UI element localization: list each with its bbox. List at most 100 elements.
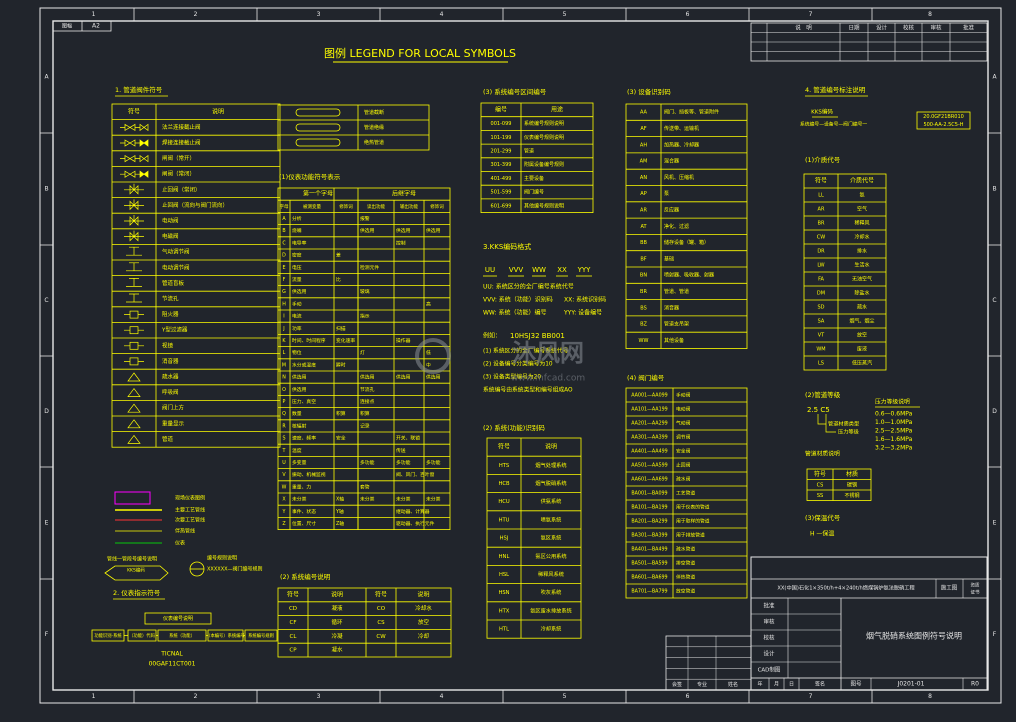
instrument-letter-cell: I bbox=[283, 314, 284, 320]
system-function-cell: 稀释风系统 bbox=[538, 570, 564, 578]
kks-description: WW: 系统（功能）编号 bbox=[483, 309, 546, 317]
equipment-code-cell: WW bbox=[639, 338, 649, 344]
instrument-letter-cell: 数量 bbox=[292, 410, 302, 417]
instrument-letter-cell: K bbox=[282, 338, 286, 344]
equipment-code-cell: 泵 bbox=[664, 191, 669, 197]
instrument-letter-cell: J bbox=[282, 326, 284, 332]
valve-symbol-icon bbox=[124, 341, 144, 350]
instrument-letter-header: 字母 bbox=[280, 203, 289, 210]
instrument-letter-cell: 控制 bbox=[396, 239, 406, 246]
system-function-header: 符号 bbox=[498, 443, 510, 451]
instrument-letter-cell: 电压 bbox=[292, 264, 302, 271]
section-heading: 4. 管道编号标注说明 bbox=[805, 85, 866, 94]
border-number-bottom: 1 bbox=[92, 693, 96, 700]
instrument-letter-cell: 多变量 bbox=[292, 459, 307, 466]
system-function-cell: HCU bbox=[498, 499, 510, 505]
instrument-letter-cell: 供选用 bbox=[426, 227, 441, 234]
kks-field: YYY bbox=[577, 266, 592, 274]
instrument-letter-cell: 密度 bbox=[292, 252, 302, 259]
border-number-bottom: 7 bbox=[809, 693, 813, 700]
instrument-letter-cell: 位置、尺寸 bbox=[292, 520, 316, 527]
valve-symbol-icon bbox=[120, 170, 149, 178]
countersign-header: 专业 bbox=[697, 681, 707, 688]
medium-code-cell: DR bbox=[817, 249, 825, 255]
bubble-code: XXXXXX—阀门编号规则 bbox=[207, 566, 263, 573]
title-block-date-col: 日 bbox=[789, 682, 794, 688]
revision-header: 批准 bbox=[963, 23, 975, 31]
medium-code-cell: 放空 bbox=[857, 332, 867, 339]
instrument-letter-cell: G bbox=[282, 289, 286, 295]
system-function-cell: HSL bbox=[499, 572, 509, 578]
instrument-letter-cell: 事件、状态 bbox=[292, 508, 316, 515]
border-number-bottom: 2 bbox=[194, 693, 198, 700]
system-code-header: 说明 bbox=[417, 590, 429, 598]
kks-field: WW bbox=[532, 266, 546, 274]
revision-header: 说 明 bbox=[795, 23, 812, 31]
border-letter-left: F bbox=[45, 631, 49, 638]
instrument-letter-cell: 供选用 bbox=[292, 374, 307, 381]
instrument-letter-cell: Y轴 bbox=[335, 508, 344, 515]
valve-symbol-description: 消音器 bbox=[162, 357, 179, 365]
valve-symbol-icon bbox=[126, 293, 142, 303]
range-number-cell: 其他编号规则说明 bbox=[524, 202, 564, 209]
system-code-cell: CO bbox=[377, 606, 386, 612]
pipe-marking-note: 系统编号—设备号—阀门编号一 bbox=[800, 121, 867, 128]
medium-code-cell: 烟气、烟尘 bbox=[849, 318, 874, 325]
instrument-letter-cell: D bbox=[282, 253, 286, 259]
system-function-header: 说明 bbox=[545, 443, 557, 451]
pipe-grade-text: 压力等级 bbox=[838, 428, 859, 436]
medium-code-cell: 排水 bbox=[857, 248, 867, 255]
border-letter-left: D bbox=[44, 408, 49, 415]
valve-symbol-icon bbox=[126, 293, 142, 303]
medium-code-cell: SA bbox=[818, 319, 825, 325]
countersign-header: 会签 bbox=[672, 681, 682, 688]
pressure-value: 2.5—2.5MPa bbox=[875, 428, 913, 435]
title-block-role: 批准 bbox=[763, 602, 775, 610]
valve-symbol-icon bbox=[124, 230, 144, 242]
valve-symbol-description: 管道 bbox=[162, 435, 174, 443]
border-letter-right: D bbox=[992, 408, 997, 415]
valve-number-cell: BA501—BA599 bbox=[631, 561, 667, 567]
valve-symbol-description: 重量显示 bbox=[162, 419, 185, 427]
range-number-header: 编号 bbox=[495, 105, 507, 113]
instrument-letter-cell: 低 bbox=[426, 349, 431, 356]
range-number-cell: 主要设备 bbox=[524, 175, 544, 182]
pipe-grade-leader bbox=[817, 414, 836, 433]
system-code-cell: CF bbox=[289, 620, 296, 626]
outer-border bbox=[39, 7, 1002, 704]
material-code-table bbox=[806, 468, 872, 501]
border-number-top: 4 bbox=[440, 11, 444, 18]
instrument-letter-cell: 传送 bbox=[396, 447, 406, 454]
valve-symbol-description: 节流孔 bbox=[162, 295, 179, 303]
kks-description: YYY: 设备编号 bbox=[563, 309, 602, 317]
instrument-letter-cell: 温度 bbox=[292, 447, 302, 454]
section-subheading: (2)管道等级 bbox=[805, 390, 841, 399]
valve-number-cell: 用于仪表的管道 bbox=[676, 504, 710, 511]
border-letter-left: C bbox=[44, 297, 48, 304]
valve-symbol-icon bbox=[124, 215, 144, 226]
system-function-cell: 喷氨系统 bbox=[541, 515, 562, 523]
instrument-letter-cell: 驱动器、执行元件 bbox=[396, 520, 435, 527]
valve-symbol-icon bbox=[126, 262, 142, 272]
section-heading: 1. 管道阀件符号 bbox=[115, 85, 163, 94]
valve-symbol-icon bbox=[127, 403, 141, 413]
pipe-marking-code: 500-AA-2.5C5-H bbox=[923, 122, 963, 128]
valve-symbol-icon bbox=[124, 326, 144, 335]
instrument-letter-cell: P bbox=[283, 399, 286, 405]
valve-symbol-icon bbox=[126, 246, 142, 256]
valve-symbol-icon bbox=[127, 434, 141, 444]
system-code-cell: CS bbox=[377, 620, 385, 626]
equipment-code-cell: 阀门、挡板等、管道附件 bbox=[664, 109, 719, 116]
pressure-value: 0.6—0.6MPa bbox=[875, 411, 913, 418]
line-legend-label: 次要工艺管线 bbox=[175, 517, 205, 524]
instrument-letter-cell: 安全 bbox=[336, 435, 346, 442]
valve-symbol-icon bbox=[120, 154, 149, 163]
pressure-value: 3.2—3.2MPa bbox=[875, 445, 913, 452]
instrument-letter-cell: 报警 bbox=[360, 215, 370, 222]
material-code-cell: CS bbox=[817, 482, 824, 488]
title-block bbox=[750, 556, 988, 691]
valve-symbol-icon bbox=[129, 310, 139, 319]
project-name: XX(中国)石化1×350t/h+4×240t/h燃煤锅炉氨法脱硝工程 bbox=[777, 584, 914, 592]
valve-number-cell: BA101—BA199 bbox=[631, 505, 667, 511]
equipment-code-cell: BS bbox=[640, 305, 647, 311]
